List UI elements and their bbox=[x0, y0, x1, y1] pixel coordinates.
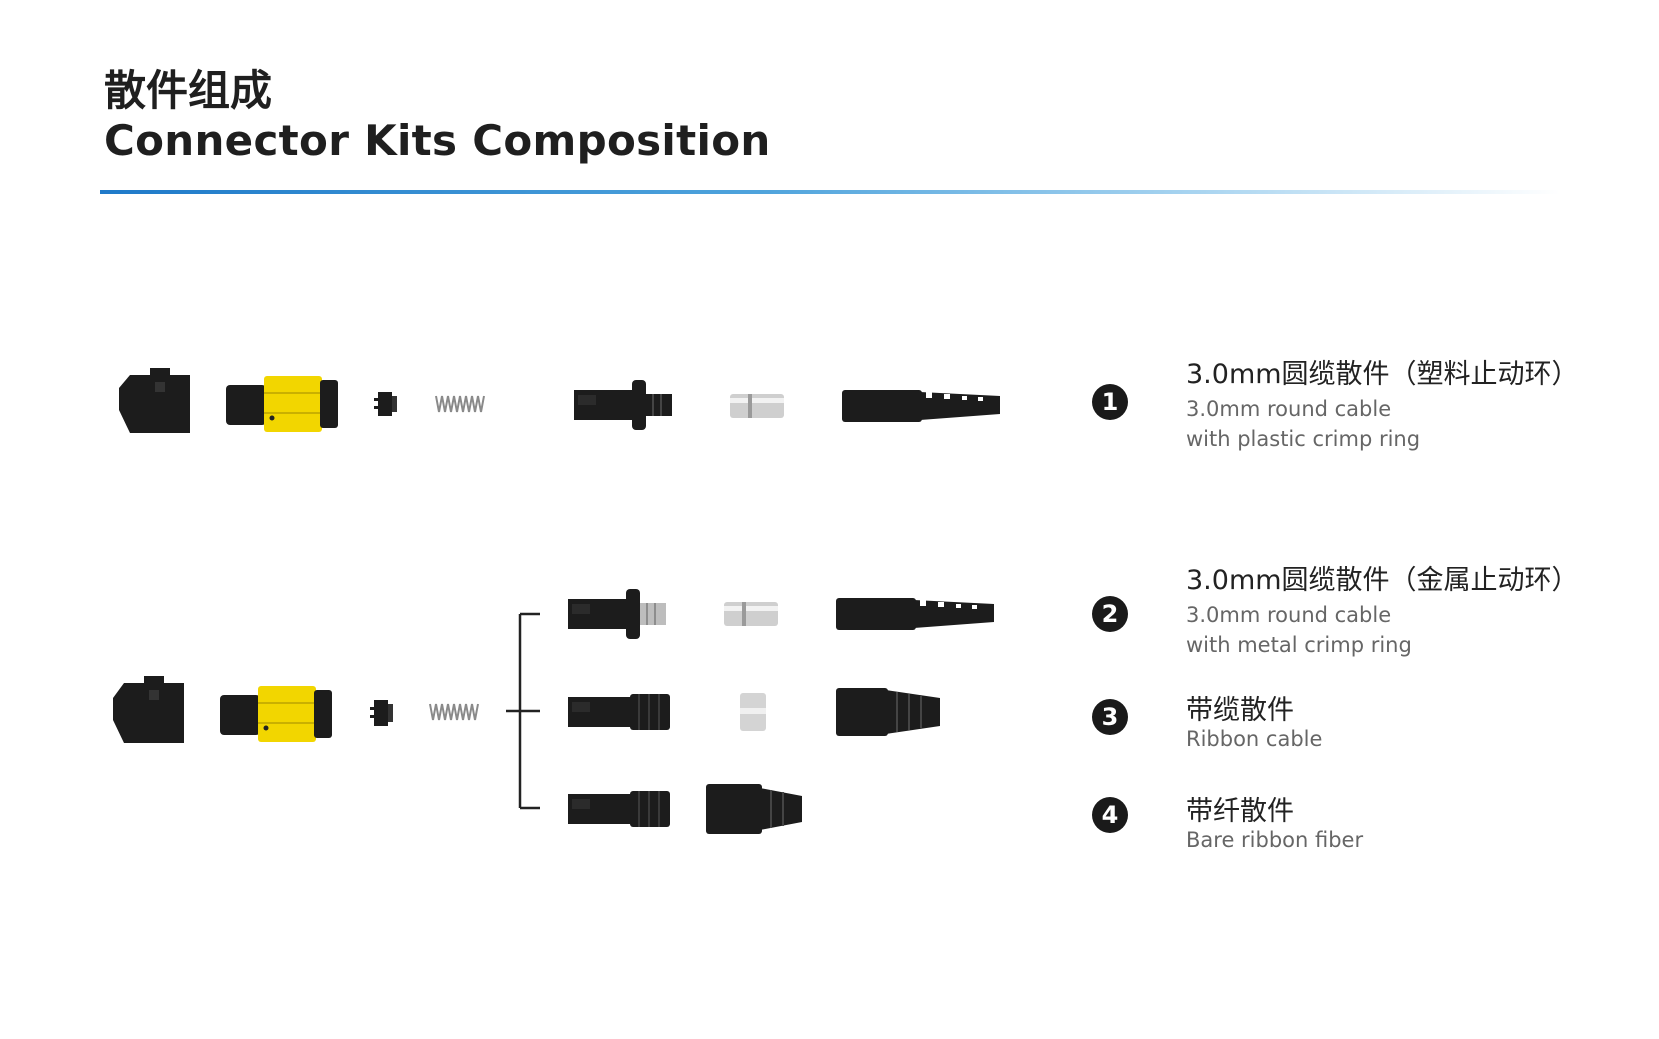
kit-3-name-zh: 带缆散件 bbox=[1186, 695, 1294, 726]
spring-image bbox=[435, 395, 485, 413]
page-title-en: Connector Kits Composition bbox=[104, 116, 771, 165]
boot-image bbox=[842, 390, 1000, 422]
pin-clamp-image bbox=[370, 700, 393, 726]
branch-bracket bbox=[506, 612, 540, 810]
spring-image bbox=[429, 703, 479, 721]
kit-2-parts bbox=[568, 589, 994, 639]
kit-1-name-en-line1: 3.0mm round cable bbox=[1186, 397, 1392, 421]
kit-1-name-zh: 3.0mm圆缆散件（塑料止动环） bbox=[1186, 359, 1579, 390]
row-1-parts bbox=[119, 368, 1000, 433]
kit-4-parts bbox=[568, 784, 802, 834]
kit-4-name-en-line1: Bare ribbon fiber bbox=[1186, 828, 1364, 852]
pin-clamp-image bbox=[374, 392, 397, 416]
title-divider bbox=[100, 190, 1560, 194]
page-title-zh: 散件组成 bbox=[104, 66, 273, 115]
dust-cap-image bbox=[113, 676, 184, 743]
kit-3-name-en-line1: Ribbon cable bbox=[1186, 727, 1323, 751]
kit-2-number-badge: 2 bbox=[1092, 596, 1128, 632]
kit-3-number-badge: 3 bbox=[1092, 699, 1128, 735]
kit-4-number-badge: 4 bbox=[1092, 797, 1128, 833]
crimp-ring-image bbox=[730, 394, 784, 418]
dust-cap-image bbox=[119, 368, 190, 433]
kit-2-name-zh: 3.0mm圆缆散件（金属止动环） bbox=[1186, 565, 1579, 596]
kit-1-number-badge: 1 bbox=[1092, 384, 1128, 420]
kit-3-parts bbox=[568, 688, 940, 736]
kit-1-name-en-line2: with plastic crimp ring bbox=[1186, 427, 1421, 451]
kit-2-name-en-line2: with metal crimp ring bbox=[1186, 633, 1412, 657]
housing-image bbox=[226, 376, 338, 432]
spring-push-image bbox=[574, 380, 672, 430]
housing-image bbox=[220, 686, 332, 742]
kit-2-name-en-line1: 3.0mm round cable bbox=[1186, 603, 1392, 627]
row-2-common-parts bbox=[113, 676, 479, 743]
kit-4-name-zh: 带纤散件 bbox=[1186, 796, 1294, 827]
